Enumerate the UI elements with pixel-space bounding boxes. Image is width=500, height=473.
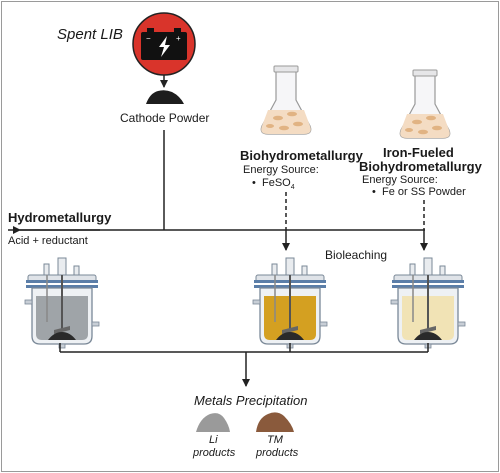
- tm-products-pile: [256, 412, 294, 432]
- iron-reactor-icon: [390, 257, 466, 349]
- bio-energy-label: Energy Source:: [243, 164, 319, 176]
- bio-energy-item-sub: 4: [290, 184, 295, 192]
- iron-title-line1: Iron-Fueled: [383, 145, 454, 160]
- li-products-pile: [196, 413, 230, 432]
- bullet-icon: •: [252, 177, 256, 189]
- hydro-reactor-icon: [24, 257, 100, 349]
- battery-icon: − +: [132, 12, 196, 76]
- iron-title-line2: Biohydrometallurgy: [359, 159, 482, 174]
- li-label-line1: Li: [209, 434, 218, 446]
- bullet-icon: •: [372, 186, 376, 198]
- cathode-powder-pile: [146, 90, 184, 104]
- svg-text:−: −: [146, 34, 151, 43]
- hydro-title: Hydrometallurgy: [8, 210, 112, 225]
- bioleaching-label: Bioleaching: [325, 248, 388, 262]
- bio-energy-item-text: FeSO: [261, 177, 291, 189]
- svg-text:+: +: [176, 34, 181, 43]
- hydro-subtitle: Acid + reductant: [8, 235, 88, 247]
- tm-label-line1: TM: [267, 434, 283, 446]
- bio-reactor-icon: [252, 257, 328, 349]
- iron-energy-item-text: Fe or SS Powder: [381, 186, 466, 198]
- bio-title: Biohydrometallurgy: [240, 148, 363, 163]
- flask-bio-icon: [260, 65, 312, 135]
- flask-iron-icon: [399, 69, 451, 139]
- li-label-line2: products: [193, 447, 236, 459]
- cathode-powder-label: Cathode Powder: [120, 111, 210, 125]
- precipitation-title: Metals Precipitation: [194, 393, 308, 408]
- iron-energy-label: Energy Source:: [362, 174, 438, 186]
- bio-energy-item: • FeSO4: [252, 177, 295, 191]
- tm-label-line2: products: [256, 447, 299, 459]
- spent-lib-title: Spent LIB: [57, 26, 123, 43]
- iron-energy-item: • Fe or SS Powder: [372, 186, 466, 198]
